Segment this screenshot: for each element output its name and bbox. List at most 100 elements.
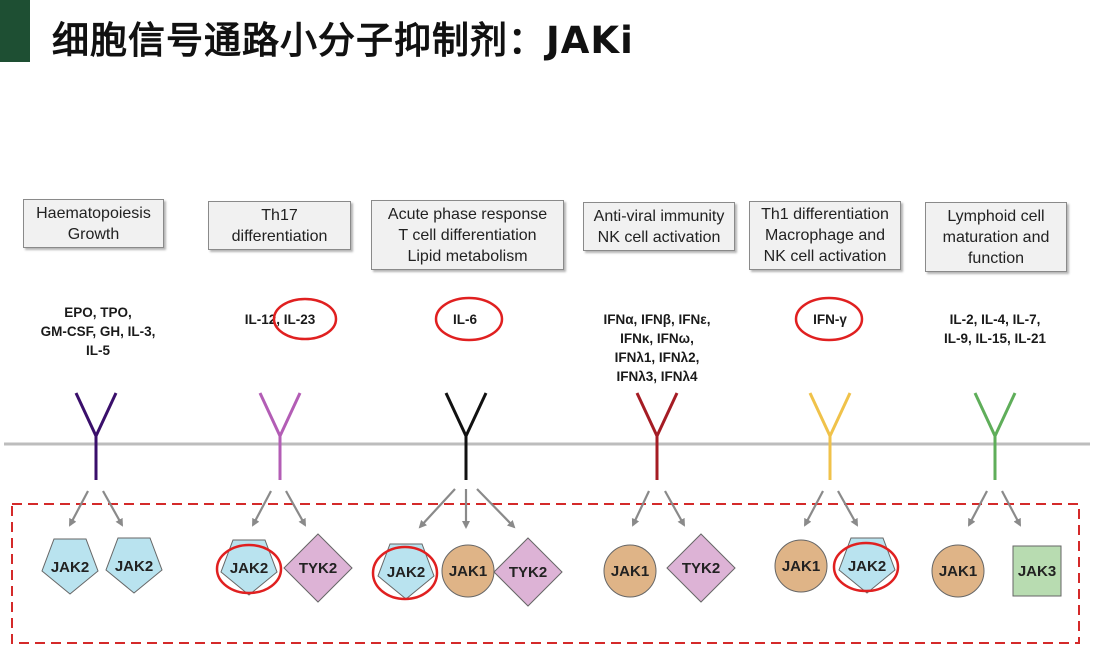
kinase-shape xyxy=(377,543,435,600)
kinase-label: JAK2 xyxy=(115,558,153,575)
highlight-ifn-gamma xyxy=(794,296,864,342)
receptor-arm xyxy=(278,392,302,437)
receptor-arm xyxy=(444,392,468,437)
arrow xyxy=(102,490,123,527)
ligand-line: IL-12, IL-23 xyxy=(244,312,316,327)
receptor-arm xyxy=(94,392,118,437)
function-line: function xyxy=(967,249,1025,267)
kinase-label: JAK1 xyxy=(449,563,487,580)
kinase-jak1: JAK1 xyxy=(774,539,828,593)
highlight-ellipses xyxy=(215,296,900,601)
receptor-2 xyxy=(258,392,302,480)
ligand-line: IFNκ, IFNω, xyxy=(620,331,694,346)
kinase-shape xyxy=(493,537,563,607)
kinase-label: JAK1 xyxy=(939,563,977,580)
receptor-arm xyxy=(828,392,852,437)
kinase-label: JAK2 xyxy=(230,560,268,577)
arrow xyxy=(418,488,456,529)
kinase-jak2: JAK2 xyxy=(838,537,896,594)
ligand-line: IL-6 xyxy=(452,312,477,327)
function-line: Th1 differentiation xyxy=(761,206,889,223)
kinase-label: JAK1 xyxy=(782,558,820,575)
ligand-label-common-gamma: IL-2, IL-4, IL-7, IL-9, IL-15, IL-21 xyxy=(925,310,1065,348)
kinase-shape xyxy=(41,538,99,595)
ligand-label-ifn-gamma: IFN-γ xyxy=(800,310,860,329)
kinase-shape xyxy=(105,537,163,594)
kinase-jak2: JAK2 xyxy=(220,539,278,596)
arrow xyxy=(252,490,272,527)
function-line: NK cell activation xyxy=(763,248,887,265)
ligand-line: EPO, TPO, xyxy=(64,305,132,320)
kinase-shape xyxy=(666,533,736,603)
kinase-shape xyxy=(774,539,828,593)
ligand-line: IL-9, IL-15, IL-21 xyxy=(943,331,1047,346)
function-box-th17: Th17 differentiation xyxy=(208,201,351,250)
highlight-il23 xyxy=(272,297,338,341)
receptor-6 xyxy=(973,392,1017,480)
receptor-arm xyxy=(973,392,997,437)
kinase-label: TYK2 xyxy=(682,560,720,577)
function-line: Lymphoid cell xyxy=(947,207,1045,225)
highlight-il6 xyxy=(434,296,504,342)
receptor-3 xyxy=(444,392,488,480)
receptor-arm xyxy=(655,392,679,437)
function-box-lymphoid: Lymphoid cell maturation and function xyxy=(925,202,1067,272)
kinase-tyk2: TYK2 xyxy=(666,533,736,603)
kinase-shape xyxy=(603,544,657,598)
highlight-jak2-il6 xyxy=(371,545,439,601)
function-box-acute-phase: Acute phase response T cell differentiat… xyxy=(371,200,564,270)
function-box-haematopoiesis: Haematopoiesis Growth xyxy=(23,199,164,248)
arrow xyxy=(837,490,858,527)
arrow xyxy=(631,490,650,527)
receptor-arm xyxy=(258,392,282,437)
kinase-tyk2: TYK2 xyxy=(493,537,563,607)
ligand-line: IFNλ3, IFNλ4 xyxy=(616,369,698,384)
function-line: Macrophage and xyxy=(764,227,886,244)
ligand-label-haematopoietic: EPO, TPO, GM-CSF, GH, IL-3, IL-5 xyxy=(18,303,178,360)
kinase-label: JAK3 xyxy=(1018,563,1056,580)
kinase-shape xyxy=(220,539,278,596)
kinase-jak2: JAK2 xyxy=(377,543,435,600)
function-box-th1: Th1 differentiation Macrophage and NK ce… xyxy=(749,201,901,270)
kinase-jak1: JAK1 xyxy=(603,544,657,598)
receptor-4 xyxy=(635,392,679,480)
kinase-label: JAK2 xyxy=(848,558,886,575)
arrow xyxy=(69,490,89,527)
kinase-jak1: JAK1 xyxy=(931,544,985,598)
function-line: differentiation xyxy=(231,227,328,245)
ligand-label-ifn-type1-3: IFNα, IFNβ, IFNε, IFNκ, IFNω, IFNλ1, IFN… xyxy=(582,310,732,386)
kinase-jak1: JAK1 xyxy=(441,544,495,598)
arrow xyxy=(804,490,824,527)
ligand-line: IFNα, IFNβ, IFNε, xyxy=(603,312,711,327)
ligand-line: IL-2, IL-4, IL-7, xyxy=(949,312,1041,327)
receptor-arm xyxy=(464,392,488,437)
arrow xyxy=(285,490,306,527)
receptor-arm xyxy=(808,392,832,437)
function-line: maturation and xyxy=(942,228,1050,246)
kinase-shape xyxy=(931,544,985,598)
title-accent-bar xyxy=(0,0,30,62)
kinase-tyk2: TYK2 xyxy=(283,533,353,603)
cytoplasm-dashed-box xyxy=(11,503,1080,644)
ligand-line: IFN-γ xyxy=(813,312,847,327)
arrow xyxy=(1001,490,1021,527)
function-line: NK cell activation xyxy=(597,228,721,246)
function-line: Acute phase response xyxy=(387,205,548,223)
arrow xyxy=(968,490,988,527)
function-line: Lipid metabolism xyxy=(407,247,528,265)
function-line: Th17 xyxy=(261,206,298,224)
highlight-jak2-th1 xyxy=(832,541,900,593)
ligand-line: IL-5 xyxy=(85,343,110,358)
function-line: Growth xyxy=(67,225,120,243)
kinase-label: JAK2 xyxy=(51,559,89,576)
arrow xyxy=(476,488,516,529)
receptor-arm xyxy=(74,392,98,437)
signal-arrows xyxy=(69,488,1021,529)
function-box-antiviral: Anti-viral immunity NK cell activation xyxy=(583,202,735,251)
kinase-jak2: JAK2 xyxy=(41,538,99,595)
kinase-shape xyxy=(441,544,495,598)
receptor-arm xyxy=(993,392,1017,437)
highlight-jak2-th17 xyxy=(215,543,283,595)
kinase-label: TYK2 xyxy=(299,560,337,577)
